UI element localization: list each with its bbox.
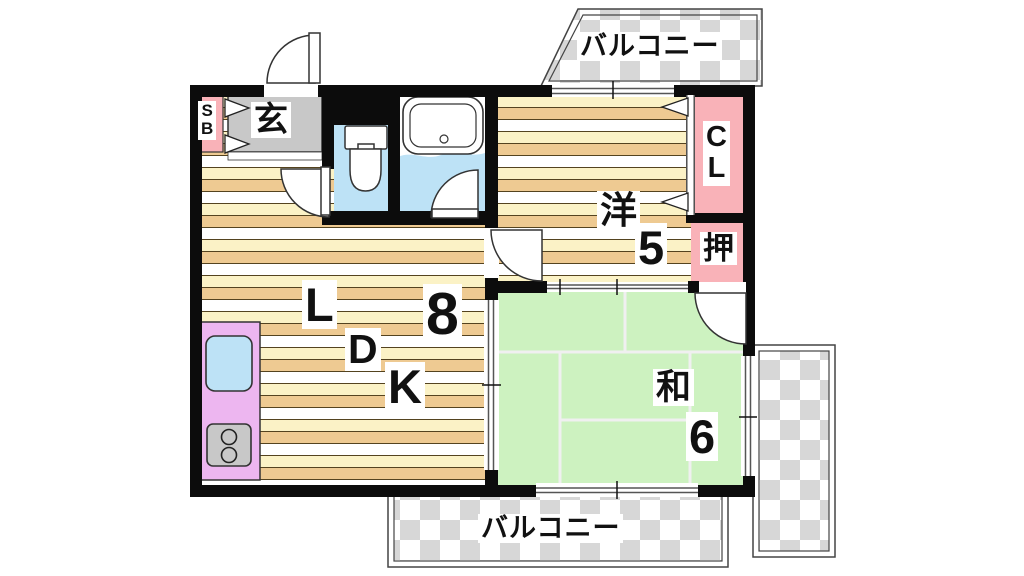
oshiire-door-swing (694, 292, 747, 345)
sliding-partition-western-japanese (547, 279, 688, 295)
western-door-swing (490, 229, 543, 282)
sliding-door-ldk-japanese (482, 300, 501, 470)
bath-door-swing (430, 169, 479, 219)
ldk-size: 8 (423, 284, 462, 345)
entrance-door-opening (264, 83, 318, 97)
kitchen-sink (205, 335, 253, 392)
shoe-box-door-mark-top (224, 98, 251, 118)
pipe-shaft (322, 85, 400, 125)
bathroom (398, 92, 485, 218)
balcony-right (752, 344, 836, 558)
japanese-room-size: 6 (686, 412, 719, 461)
ldk-letter-d: D (345, 328, 381, 371)
openings (264, 81, 757, 499)
entrance-label: 玄 (251, 102, 291, 138)
ldk-letter-k: K (385, 362, 425, 411)
ldk-letter-l: L (302, 280, 337, 329)
doors (266, 32, 747, 345)
toilet-fixture (344, 125, 388, 192)
balcony-bottom-label: バルコニー (478, 514, 624, 543)
closet-door-mark-top (660, 97, 689, 117)
door-marks (224, 97, 689, 212)
closet-cl-label: C L (703, 121, 730, 186)
western-room-label: 洋 (597, 191, 640, 230)
entrance-door-swing (266, 32, 321, 84)
kitchen-stove (206, 423, 252, 467)
western-room-size: 5 (635, 223, 668, 272)
toilet-door-swing (280, 166, 331, 218)
kitchen-counter (197, 321, 261, 481)
bathtub (402, 96, 484, 155)
window-japanese-bottom (536, 481, 698, 499)
closet-door-mark-bottom (660, 192, 689, 212)
shoe-box-label: S B (198, 101, 217, 140)
window-japanese-right (739, 356, 757, 476)
oshiire-door-opening (699, 282, 746, 293)
window-western-top (552, 81, 674, 99)
shoe-box-door-mark-bottom (224, 134, 251, 154)
balcony-top-label: バルコニー (577, 32, 723, 61)
oshiire-label: 押 (700, 232, 737, 265)
japanese-room-label: 和 (653, 369, 695, 406)
entrance-step (227, 151, 323, 161)
